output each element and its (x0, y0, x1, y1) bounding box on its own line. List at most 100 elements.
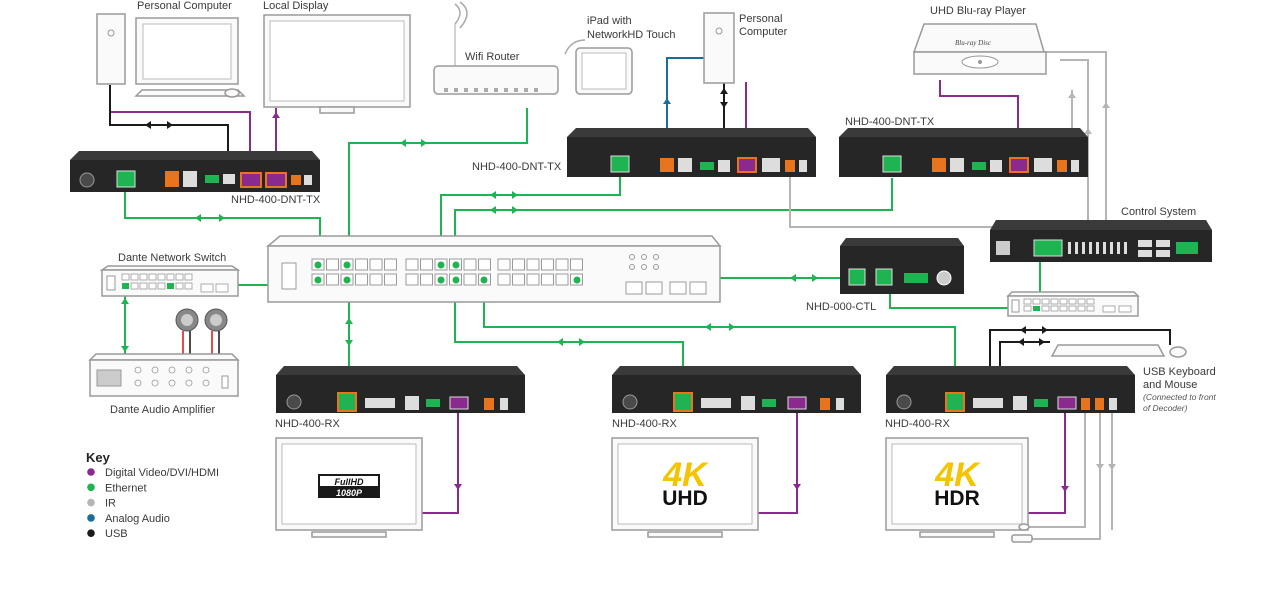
tx1-device (70, 151, 320, 192)
tx2-label: NHD-400-DNT-TX (472, 161, 562, 173)
switch-port (570, 258, 583, 271)
dante-switch-label: Dante Network Switch (118, 252, 226, 264)
usb-note-2: of Decoder) (1143, 403, 1188, 413)
switch-port (463, 273, 477, 286)
tx3-device (839, 128, 1088, 177)
switch-port-link (343, 261, 351, 269)
dante-audio-amplifier (88, 353, 240, 397)
bluray-label: UHD Blu-ray Player (930, 5, 1026, 17)
legend-swatch (87, 514, 95, 522)
switch-port (512, 258, 525, 271)
pc1-monitor (134, 17, 246, 98)
switch-port (555, 273, 569, 286)
pc2-label-1: Personal (739, 13, 782, 25)
display-4k-uhd: 4K UHD (611, 437, 759, 538)
legend-swatch (87, 529, 95, 537)
display-4k-hdr: 4K HDR (885, 437, 1029, 538)
switch-port-link (437, 276, 445, 284)
switch-port (463, 258, 477, 271)
usb-kbd-label-2: and Mouse (1143, 379, 1197, 391)
switch-port (384, 273, 397, 286)
legend-title: Key (86, 450, 111, 465)
switch-port (497, 258, 511, 271)
switch-port (355, 258, 368, 271)
rx3-label: NHD-400-RX (885, 418, 950, 430)
legend-item-label: USB (105, 528, 128, 540)
usb-keyboard-mouse (1050, 344, 1187, 358)
ir-arrows (1068, 92, 1116, 470)
wifi-signal-icon (564, 39, 586, 55)
legend-swatch (87, 483, 95, 492)
legend-swatch (87, 498, 95, 507)
switch-port (355, 273, 368, 286)
ipad (564, 39, 633, 95)
wifi-router (433, 1, 559, 95)
switch-port (326, 273, 339, 286)
dante-amp-label: Dante Audio Amplifier (110, 404, 216, 416)
control-system (990, 220, 1212, 262)
switch-port-link (314, 276, 322, 284)
switch-port-link (452, 276, 460, 284)
switch-port-link (343, 276, 351, 284)
switch-port (512, 273, 525, 286)
bluray-player: Blu-ray Disc (912, 23, 1047, 75)
legend-item-label: IR (105, 498, 116, 510)
ctl-device (840, 238, 964, 294)
wifi-signal-icon (454, 3, 461, 25)
ipad-label-1: iPad with (587, 15, 632, 27)
tx3-label: NHD-400-DNT-TX (845, 116, 935, 128)
switch-port (405, 273, 419, 286)
switch-port-link (437, 261, 445, 269)
rx2-device (612, 366, 861, 413)
switch-port (420, 273, 433, 286)
tx2-device (567, 128, 816, 177)
rx2-label: NHD-400-RX (612, 418, 677, 430)
pc2-label-2: Computer (739, 26, 788, 38)
rx3-device (886, 366, 1135, 413)
svg-text:Blu-ray Disc: Blu-ray Disc (955, 39, 992, 47)
switch-port (384, 258, 397, 271)
local-display-label: Local Display (263, 0, 329, 12)
switch-port (405, 258, 419, 271)
pc1-label: Personal Computer (137, 0, 232, 12)
ir-emitter (1011, 523, 1033, 543)
usb-arrows (145, 88, 1048, 346)
uhd-big-text: 4K (662, 456, 709, 494)
analog-arrow (663, 98, 671, 104)
switch-port (326, 258, 339, 271)
display-fullhd: FullHD 1080P (275, 437, 423, 538)
switch-port-link (314, 261, 322, 269)
switch-port (541, 258, 554, 271)
switch-port (369, 258, 383, 271)
switch-port (555, 258, 569, 271)
usb-note-1: (Connected to front (1143, 392, 1216, 402)
ipad-label-2: NetworkHD Touch (587, 29, 675, 41)
fullhd-bottom-text: 1080P (336, 488, 363, 498)
dante-speakers (175, 308, 228, 354)
control-system-label: Control System (1121, 206, 1196, 218)
tx1-label: NHD-400-DNT-TX (231, 194, 321, 206)
switch-port-link (573, 276, 581, 284)
legend-item-label: Ethernet (105, 482, 147, 494)
ctl-label: NHD-000-CTL (806, 301, 876, 313)
usb-kbd-label-1: USB Keyboard (1143, 366, 1216, 378)
rx1-device (276, 366, 525, 413)
switch-port-link (480, 276, 488, 284)
main-network-switch (265, 235, 722, 303)
wifi-router-label: Wifi Router (465, 51, 520, 63)
uhd-small-text: UHD (662, 487, 708, 510)
rx1-label: NHD-400-RX (275, 418, 340, 430)
hdr-big-text: 4K (934, 456, 981, 494)
legend-item-label: Digital Video/DVI/HDMI (105, 467, 219, 479)
legend-item-label: Analog Audio (105, 513, 170, 525)
pc2-tower (703, 12, 735, 84)
local-display (263, 14, 411, 114)
pc1-tower (96, 13, 126, 85)
hdr-small-text: HDR (934, 487, 980, 510)
legend-swatch (87, 468, 95, 476)
switch-port (541, 273, 554, 286)
switch-port (526, 258, 540, 271)
fullhd-top-text: FullHD (335, 477, 364, 487)
